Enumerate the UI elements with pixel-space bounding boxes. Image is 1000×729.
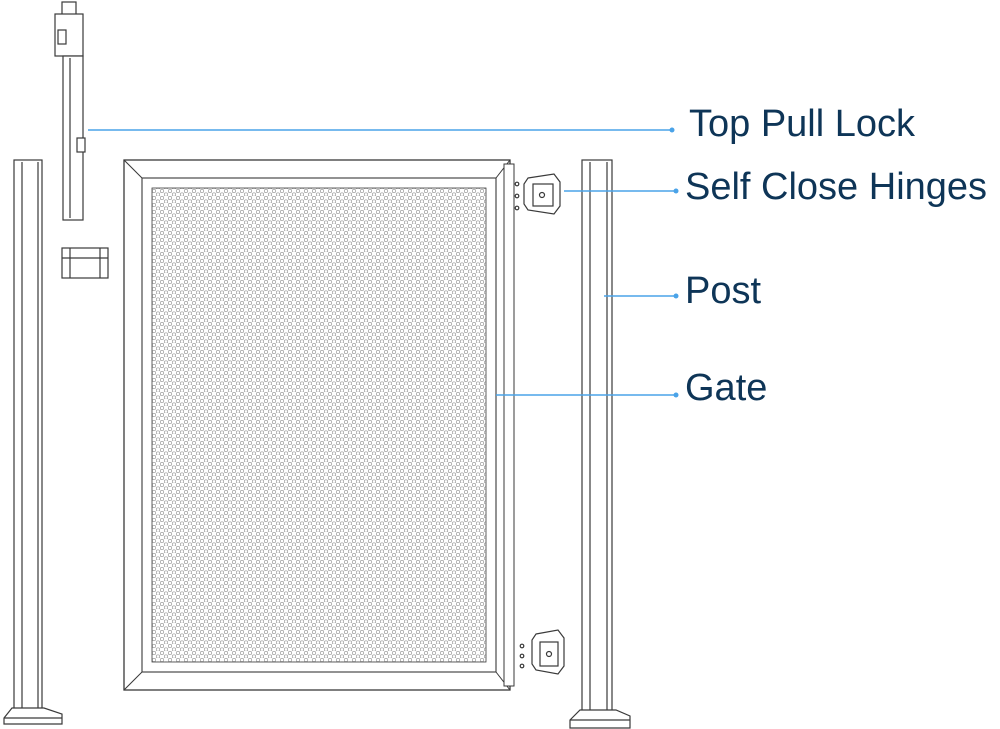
right-post <box>569 159 631 729</box>
upper-hinge <box>514 173 561 215</box>
label-self-close-hinges: Self Close Hinges <box>685 166 988 208</box>
lock-keeper-part <box>61 247 109 279</box>
gate-panel <box>123 159 515 691</box>
label-top-pull-lock: Top Pull Lock <box>689 103 916 145</box>
left-post <box>3 159 63 725</box>
lower-hinge <box>519 629 565 675</box>
label-post: Post <box>685 270 762 312</box>
top-pull-lock-part <box>54 1 86 221</box>
gate-mesh <box>151 187 487 663</box>
label-gate: Gate <box>685 367 768 409</box>
leader-lines <box>88 127 679 398</box>
